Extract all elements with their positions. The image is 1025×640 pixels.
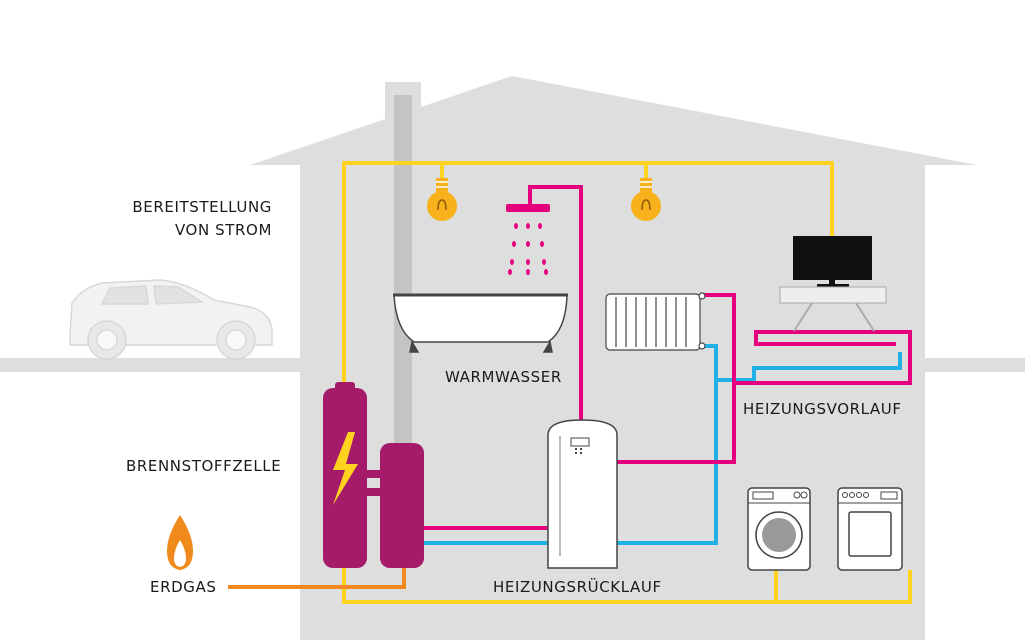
television-icon — [779, 236, 887, 332]
electricity-line — [342, 161, 912, 604]
bathtub-icon — [393, 293, 568, 353]
heizungsvorlauf-label: HEIZUNGSVORLAUF — [743, 400, 902, 418]
strom-label-line1: BEREITSTELLUNG — [132, 198, 272, 216]
light-bulb-icon — [427, 178, 457, 221]
shower-icon — [506, 204, 550, 275]
hot-water-line — [424, 185, 912, 530]
lightning-icon — [333, 432, 358, 505]
heizungsruecklauf-label: HEIZUNGSRÜCKLAUF — [493, 578, 662, 596]
radiator-icon — [605, 292, 706, 351]
erdgas-label: ERDGAS — [150, 578, 217, 596]
fuel-cell — [323, 382, 424, 568]
light-bulb-icon — [631, 178, 661, 221]
car-icon — [69, 279, 273, 360]
storage-tank-icon — [547, 419, 618, 569]
strom-label-line2: VON STROM — [174, 221, 272, 239]
flame-icon — [167, 515, 193, 570]
warmwasser-label: WARMWASSER — [445, 368, 562, 386]
brennstoffzelle-label: BRENNSTOFFZELLE — [126, 457, 282, 475]
return-flow-line — [424, 344, 902, 545]
dryer-icon — [837, 487, 903, 571]
gas-line — [228, 566, 406, 589]
washing-machine-icon — [747, 487, 811, 571]
